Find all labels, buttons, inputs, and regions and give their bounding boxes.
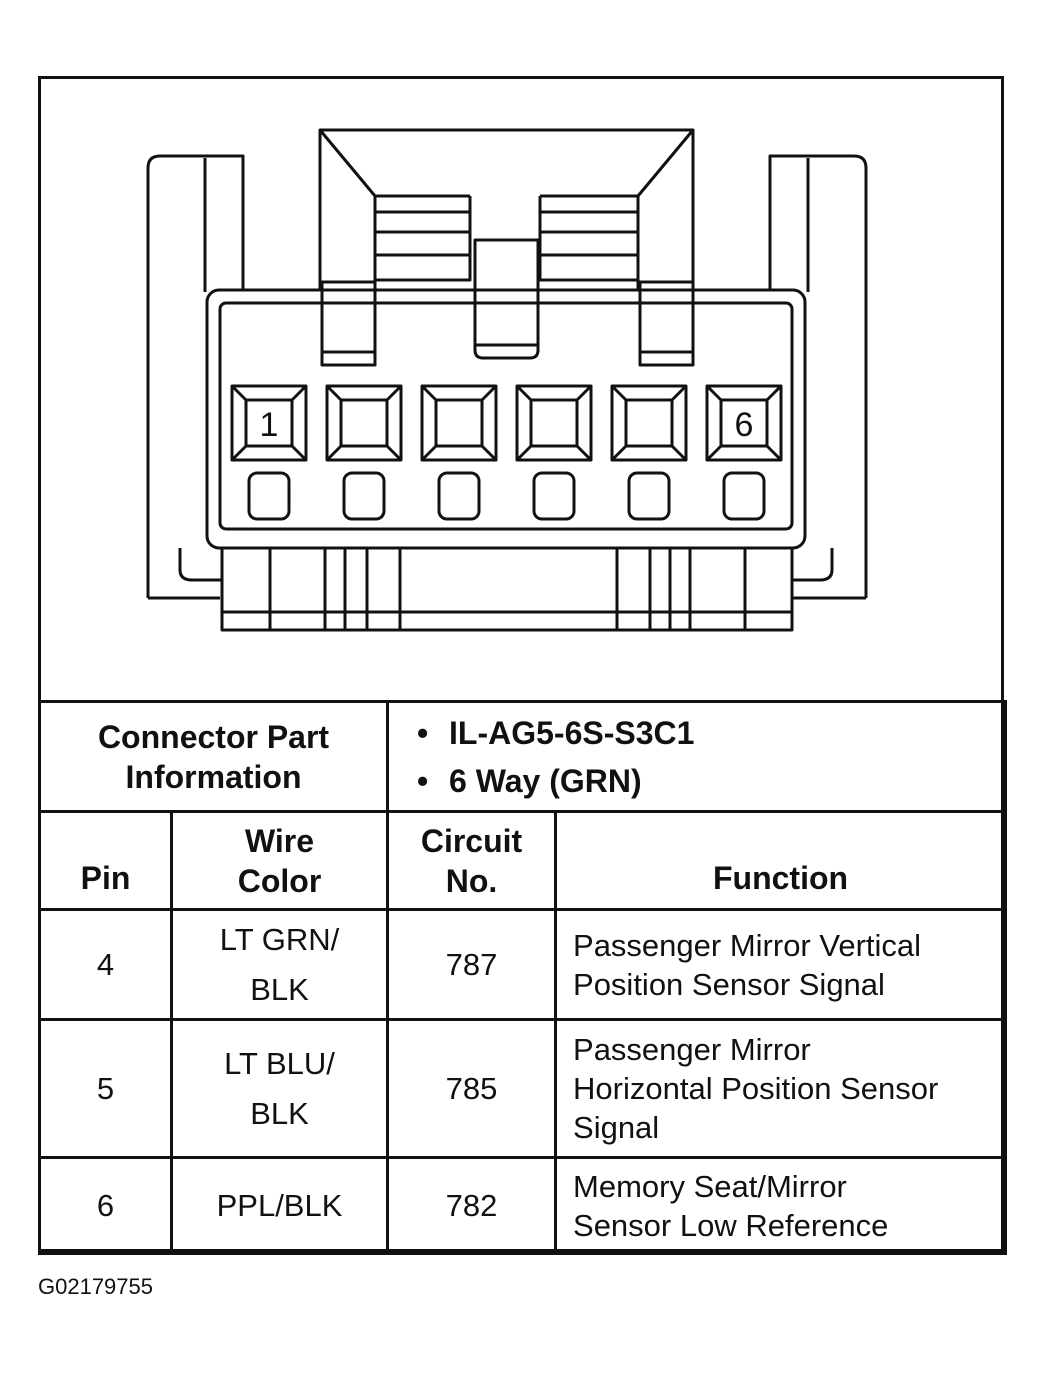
col-header-circuit: Circuit No. (386, 810, 558, 911)
col-header-circuit-line1: Circuit (420, 822, 523, 859)
col-header-function: Function (554, 810, 1008, 911)
function-line: Memory Seat/Mirror (573, 1168, 847, 1204)
function-line: Signal (573, 1110, 660, 1145)
table-header-row: Pin Wire Color Circuit No. Function (38, 810, 1008, 911)
part-info-label-line1: Connector Part (97, 718, 330, 755)
connector-table: Connector Part Information IL-AG5-6S-S3C… (37, 700, 1008, 1255)
wire-color-line2: BLK (250, 971, 309, 1007)
wire-color-line1: LT BLU/ (224, 1045, 335, 1081)
col-header-wire-color-line2: Color (237, 862, 322, 899)
pin-cavity-1 (230, 384, 308, 521)
part-info-values: IL-AG5-6S-S3C1 6 Way (GRN) (386, 700, 1008, 813)
function-line: Horizontal Position Sensor (573, 1071, 939, 1106)
part-info-label-line2: Information (125, 758, 302, 795)
wire-color-cell: PPL/BLK (169, 1156, 390, 1255)
pin-cavity-4 (515, 384, 593, 521)
wire-color-line1: PPL/BLK (216, 1187, 343, 1223)
function-cell: Memory Seat/Mirror Sensor Low Reference (554, 1156, 1008, 1255)
col-header-wire-color: Wire Color (169, 810, 390, 911)
function-line: Sensor Low Reference (573, 1207, 889, 1243)
function-cell: Passenger Mirror Horizontal Position Sen… (554, 1018, 1008, 1159)
figure-id: G02179755 (38, 1274, 153, 1299)
left-latch-arm (146, 154, 245, 600)
pin-cavity-3 (420, 384, 498, 521)
table-row: 6 PPL/BLK 782 Memory Seat/Mirror Sensor … (38, 1156, 1008, 1255)
function-line: Passenger Mirror (573, 1032, 811, 1067)
function-line: Position Sensor Signal (573, 966, 885, 1002)
wire-color-cell: LT GRN/ BLK (169, 908, 390, 1021)
pin-cell: 5 (38, 1018, 173, 1159)
wire-color-cell: LT BLU/ BLK (169, 1018, 390, 1159)
top-housing (318, 128, 695, 367)
col-header-pin-text: Pin (80, 860, 131, 896)
connector-body (205, 288, 807, 632)
table-row: 4 LT GRN/ BLK 787 Passenger Mirror Verti… (38, 908, 1008, 1021)
circuit-cell: 782 (386, 1156, 558, 1255)
pin-cavity-5 (610, 384, 688, 521)
table-row: 5 LT BLU/ BLK 785 Passenger Mirror Horiz… (38, 1018, 1008, 1159)
col-header-pin: Pin (38, 810, 173, 911)
connector-type: 6 Way (GRN) (417, 757, 1004, 805)
part-info-label: Connector Part Information (37, 700, 390, 813)
col-header-function-text: Function (712, 860, 849, 896)
pin-cavity-2 (325, 384, 403, 521)
col-header-circuit-line2: No. (445, 862, 498, 899)
pin-cavity-6 (705, 384, 783, 521)
col-header-wire-color-line1: Wire (244, 822, 315, 859)
pin-cell: 6 (38, 1156, 173, 1255)
function-cell: Passenger Mirror Vertical Position Senso… (554, 908, 1008, 1021)
wire-color-line2: BLK (250, 1095, 309, 1131)
part-number: IL-AG5-6S-S3C1 (417, 709, 1004, 757)
part-info-row: Connector Part Information IL-AG5-6S-S3C… (37, 700, 1008, 813)
pin-cavities (230, 384, 783, 521)
right-latch-arm (768, 154, 868, 600)
wire-color-line1: LT GRN/ (219, 921, 340, 957)
circuit-cell: 785 (386, 1018, 558, 1159)
pin-label-6: 6 (735, 406, 754, 444)
function-line: Passenger Mirror Vertical (573, 927, 922, 963)
pin-label-1: 1 (260, 406, 279, 444)
connector-drawing: 1 6 (146, 128, 868, 632)
circuit-cell: 787 (386, 908, 558, 1021)
pin-cell: 4 (38, 908, 173, 1021)
